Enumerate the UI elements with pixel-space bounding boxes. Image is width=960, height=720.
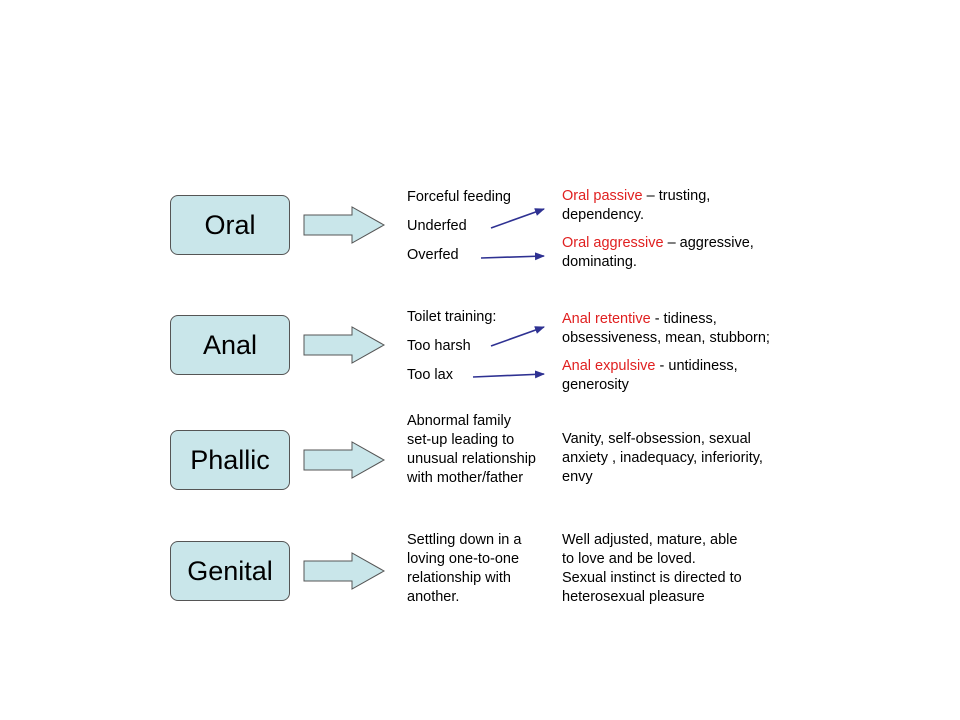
block-arrow-icon: [303, 552, 386, 590]
outcome-oral-passive: Oral passive – trusting, dependency.: [562, 187, 762, 225]
stage-box-anal: Anal: [170, 315, 290, 375]
cause-oral-forceful: Forceful feeding: [407, 189, 511, 205]
outcome-label: Oral passive: [562, 188, 643, 204]
cause-genital: Settling down in a loving one-to-one rel…: [407, 532, 522, 605]
connector-arrow-too-lax: [472, 370, 545, 379]
outcome-anal-retentive: Anal retentive - tidiness, obsessiveness…: [562, 310, 797, 348]
stage-box-oral: Oral: [170, 195, 290, 255]
block-arrow-icon: [303, 326, 386, 364]
cause-anal-too-lax: Too lax: [407, 367, 453, 383]
outcome-description: - untidiness, generosity: [562, 358, 738, 393]
outcome-anal-expulsive: Anal expulsive - untidiness, generosity: [562, 357, 772, 395]
stage-label-genital: Genital: [187, 555, 273, 586]
cause-oral-underfed: Underfed: [407, 218, 467, 234]
stage-label-anal: Anal: [202, 329, 258, 360]
cause-anal-too-harsh: Too harsh: [407, 338, 471, 354]
outcome-oral-aggressive: Oral aggressive – aggressive, dominating…: [562, 234, 792, 272]
connector-arrow-overfed: [480, 252, 545, 261]
connector-arrow-too-harsh: [490, 326, 545, 347]
cause-oral-overfed: Overfed: [407, 247, 459, 263]
stage-label-oral: Oral: [204, 209, 256, 240]
stage-box-genital: Genital: [170, 541, 290, 601]
outcome-genital: Well adjusted, mature, able to love and …: [562, 532, 742, 605]
block-arrow-icon: [303, 441, 386, 479]
outcome-label: Oral aggressive: [562, 235, 664, 251]
stage-label-phallic: Phallic: [190, 444, 270, 475]
connector-arrow-underfed: [490, 208, 545, 229]
stage-box-phallic: Phallic: [170, 430, 290, 490]
outcome-phallic: Vanity, self-obsession, sexual anxiety ,…: [562, 431, 763, 485]
outcome-description: – aggressive, dominating.: [562, 235, 754, 270]
block-arrow-icon: [303, 206, 386, 244]
outcome-description: - tidiness, obsessiveness, mean, stubbor…: [562, 311, 770, 346]
cause-phallic: Abnormal family set-up leading to unusua…: [407, 413, 536, 486]
outcome-description: – trusting, dependency.: [562, 188, 711, 223]
cause-anal-toilet-training: Toilet training:: [407, 309, 497, 325]
outcome-label: Anal retentive: [562, 311, 651, 327]
outcome-label: Anal expulsive: [562, 358, 656, 374]
